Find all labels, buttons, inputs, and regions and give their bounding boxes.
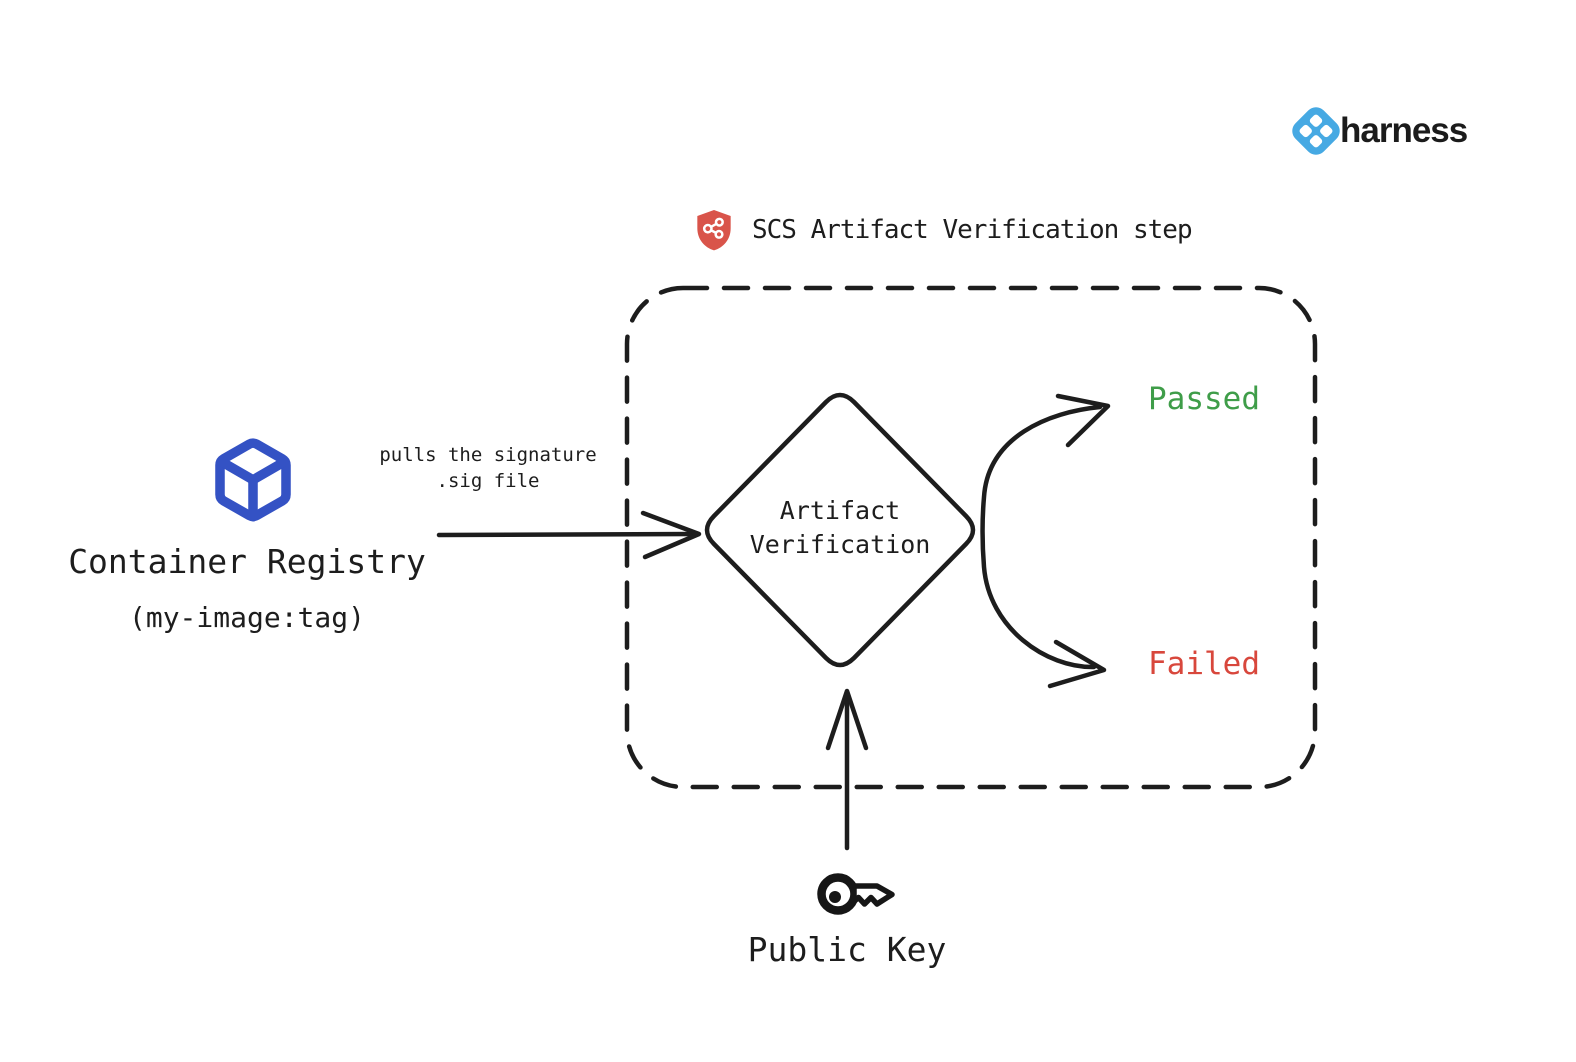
pull-arrow-line [436,531,697,538]
pull-arrow-head [640,510,702,560]
step-boundary-dashed-box [624,285,1318,790]
harness-logo-icon [1288,102,1344,160]
step-header: SCS Artifact Verification step [694,208,1193,252]
harness-brand: harness [1288,102,1468,160]
failed-arrow-head [1047,639,1107,689]
pull-edge-label: pulls the signature .sig file [379,444,597,492]
passed-outcome-label: Passed [1148,381,1260,417]
harness-wordmark: harness [1340,111,1468,150]
artifact-verification-node: Artifact Verification [749,496,931,559]
key-icon [813,864,905,924]
container-registry-cube-icon [209,430,297,526]
branch-curve [980,404,1103,670]
passed-arrow-head [1055,393,1111,448]
step-title: SCS Artifact Verification step [752,215,1193,245]
container-registry-label: Container Registry [68,542,426,581]
public-key-arrow-head [825,688,869,751]
container-registry-image-tag: (my-image:tag) [128,601,365,634]
failed-outcome-label: Failed [1148,646,1260,682]
public-key-label: Public Key [747,930,947,969]
decision-diamond [704,392,976,668]
scs-shield-icon [694,208,734,252]
